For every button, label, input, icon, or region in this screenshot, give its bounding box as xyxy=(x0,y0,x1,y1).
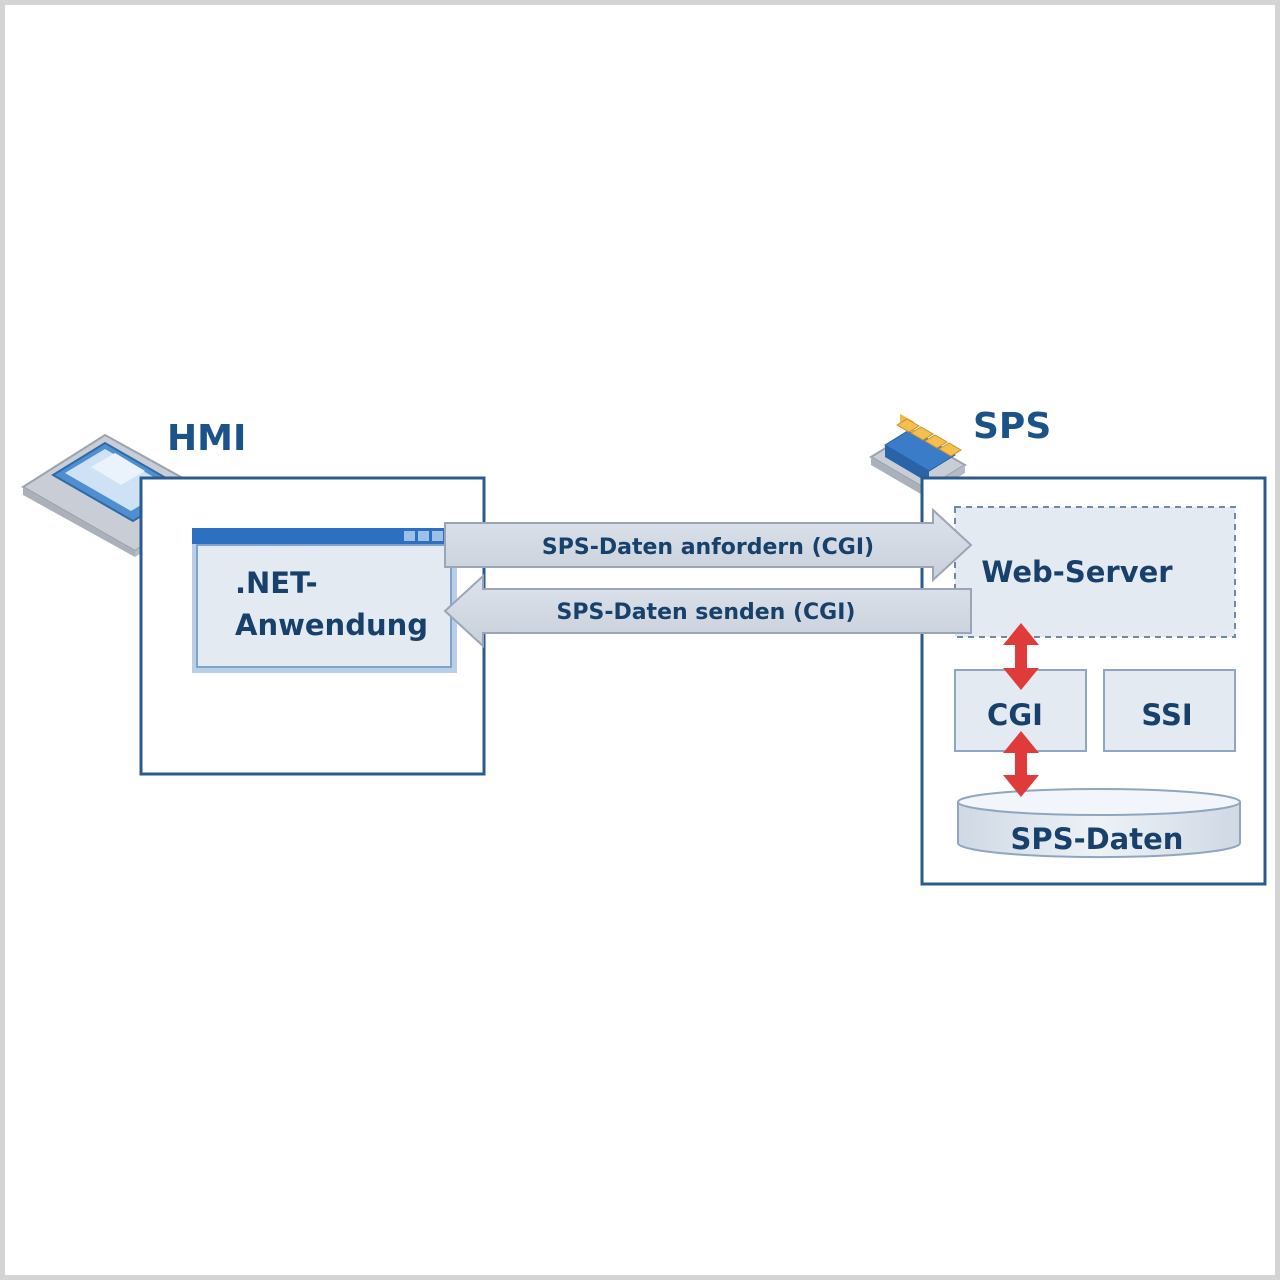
hmi-title: HMI xyxy=(167,418,246,459)
ssi-label: SSI xyxy=(1141,698,1192,732)
request-data-label: SPS-Daten anfordern (CGI) xyxy=(542,535,874,560)
architecture-diagram: HMI .NET- Anwendung SPS Web-Server CGI S… xyxy=(21,406,1267,886)
request-data-arrow: SPS-Daten anfordern (CGI) xyxy=(444,507,973,583)
sps-data-store: SPS-Daten xyxy=(957,788,1241,859)
net-app-label-line2: Anwendung xyxy=(235,608,428,642)
webserver-cgi-link-arrow xyxy=(1003,623,1039,690)
send-data-arrow: SPS-Daten senden (CGI) xyxy=(443,573,972,649)
ssi-box xyxy=(1103,669,1236,752)
cgi-data-link-arrow xyxy=(1003,731,1039,797)
send-data-label: SPS-Daten senden (CGI) xyxy=(557,600,856,625)
minimize-icon xyxy=(404,531,415,541)
window-title-bar xyxy=(192,528,457,544)
close-icon xyxy=(432,531,443,541)
web-server-label: Web-Server xyxy=(981,555,1173,589)
net-application-window: .NET- Anwendung xyxy=(192,528,457,673)
net-app-label-line1: .NET- xyxy=(235,566,318,600)
sps-title: SPS xyxy=(973,406,1051,447)
cgi-label: CGI xyxy=(987,698,1043,732)
sps-data-label: SPS-Daten xyxy=(1011,822,1184,856)
web-server-box xyxy=(954,506,1236,638)
maximize-icon xyxy=(418,531,429,541)
